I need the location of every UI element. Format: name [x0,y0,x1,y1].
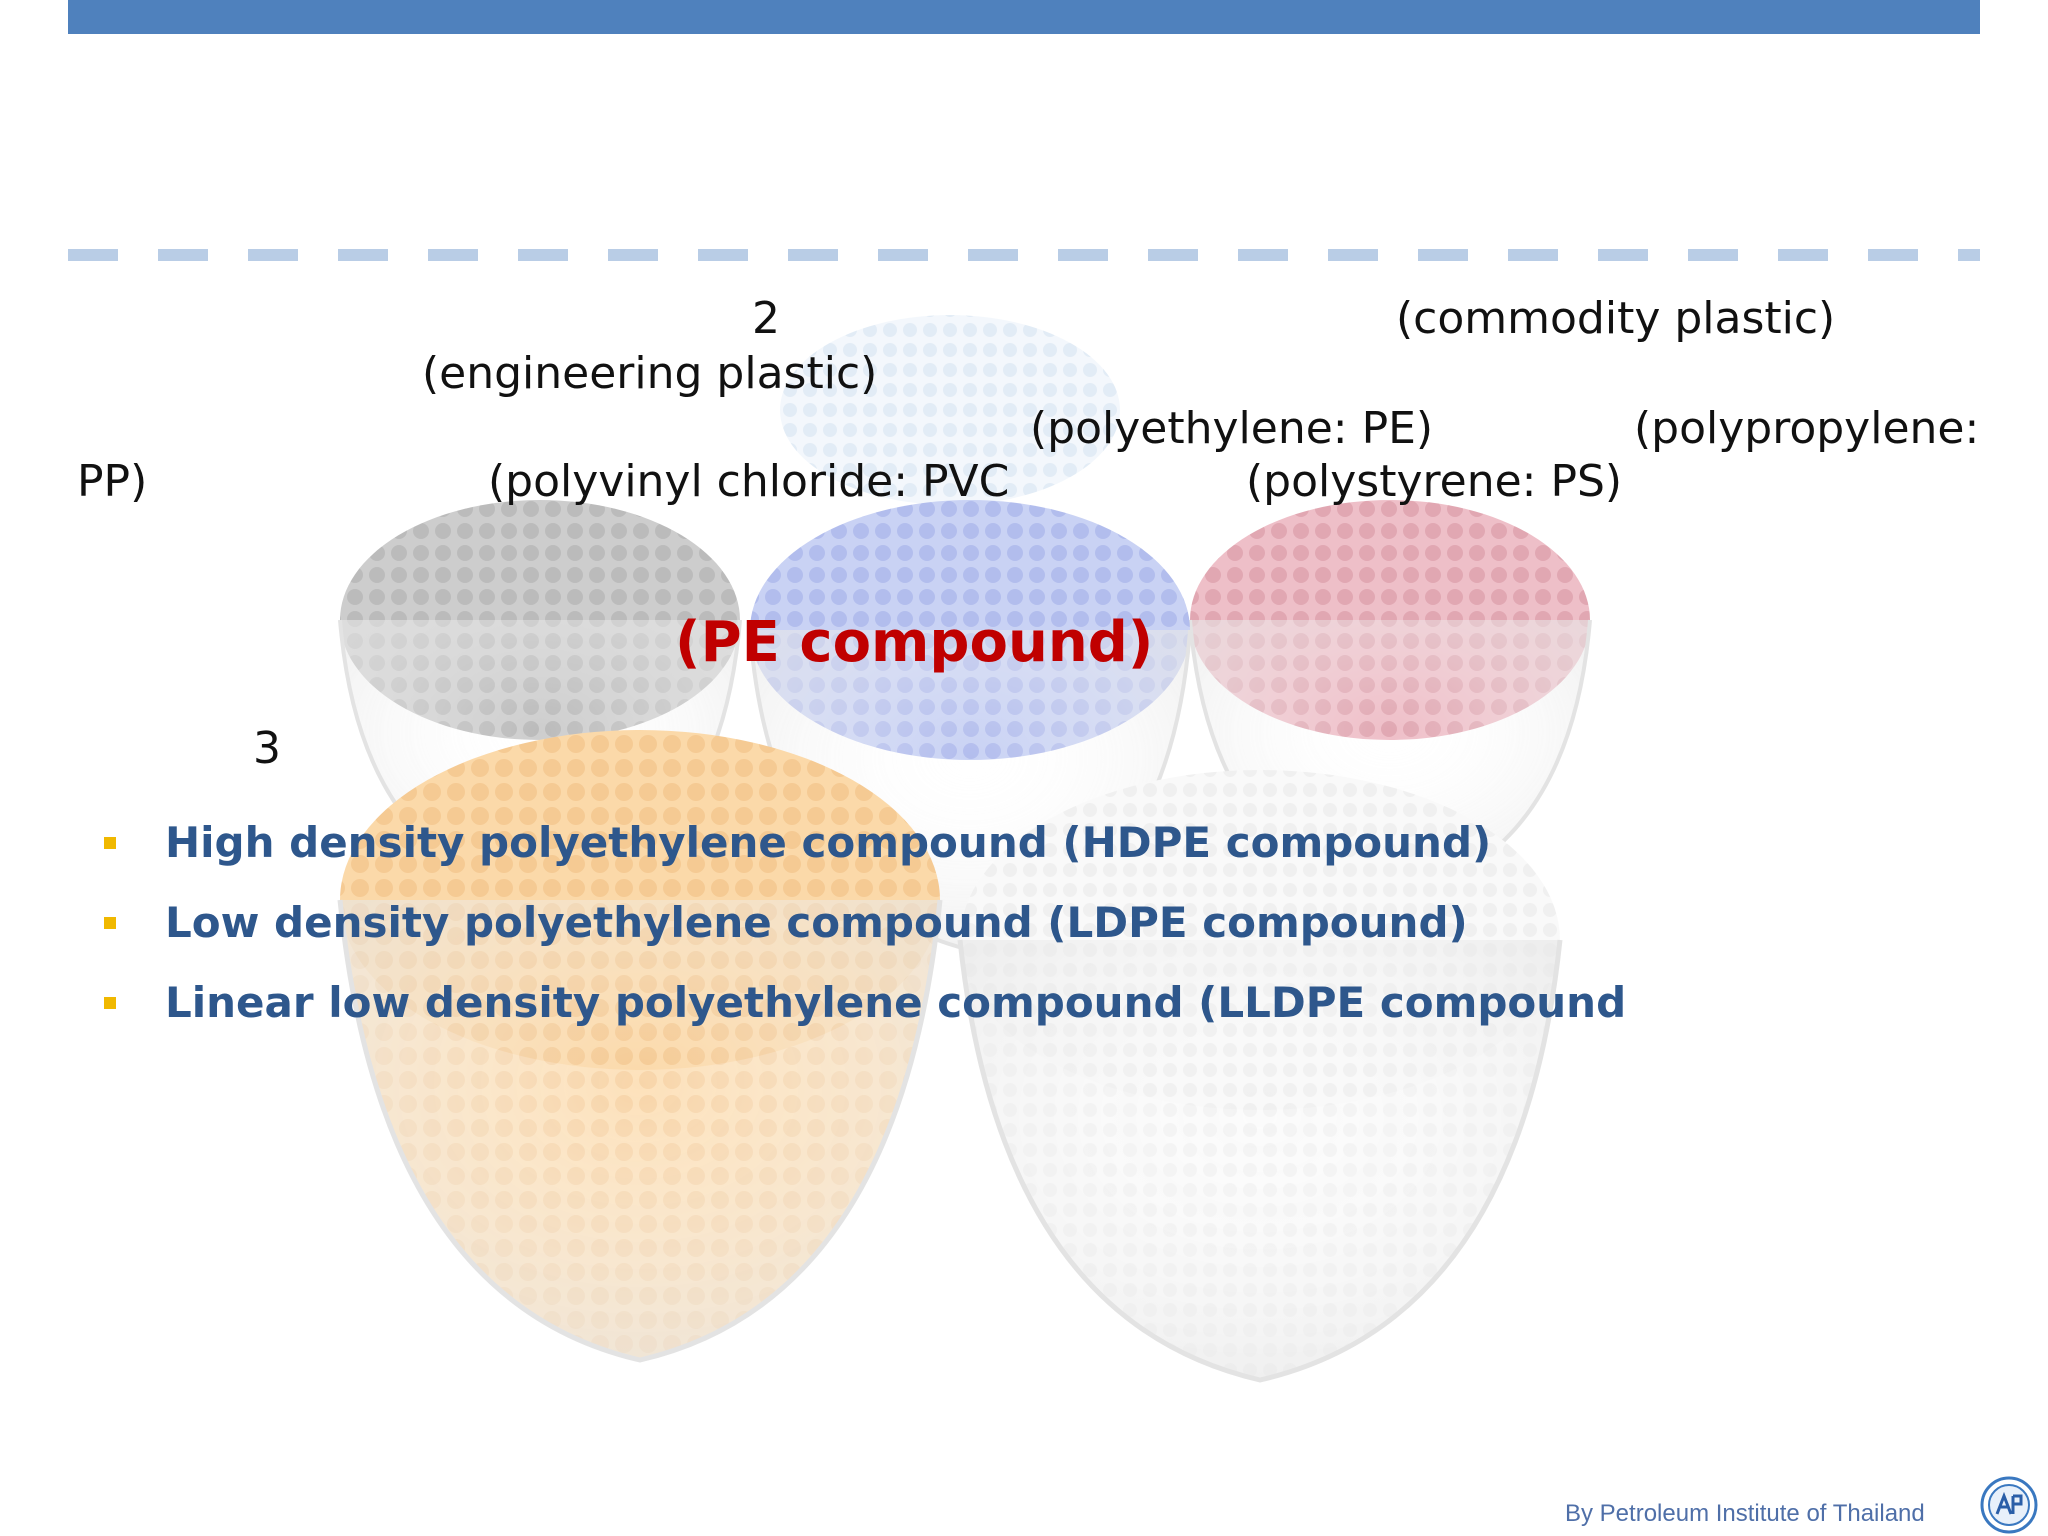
bullet-text-ldpe: Low density polyethylene compound (LDPE … [165,898,1468,947]
commodity-plastic-text: (commodity plastic) [1396,293,1836,344]
polypropylene-text: (polypropylene: [1634,403,1980,454]
pe-compound-heading: (PE compound) [675,610,1154,675]
line1-number: 2 [752,293,780,344]
footer-credit: By Petroleum Institute of Thailand [1565,1500,1925,1527]
pp-close-text: PP) [77,456,148,507]
dashed-divider [68,249,1980,261]
top-banner-bar [68,0,1980,34]
bullet-square-icon [104,917,116,929]
polystyrene-text: (polystyrene: PS) [1246,456,1623,507]
pvc-text: (polyvinyl chloride: PVC [488,456,1010,507]
bullet-text-hdpe: High density polyethylene compound (HDPE… [165,818,1492,867]
bullet-square-icon [104,997,116,1009]
bullet-square-icon [104,837,116,849]
bullet-text-lldpe: Linear low density polyethylene compound… [165,978,1627,1027]
count-label: 3 [253,723,281,774]
institute-logo-icon [1980,1476,2038,1534]
plastic-pellets-photo [337,315,1592,1383]
polyethylene-text: (polyethylene: PE) [1030,403,1434,454]
engineering-plastic-text: (engineering plastic) [422,348,878,399]
